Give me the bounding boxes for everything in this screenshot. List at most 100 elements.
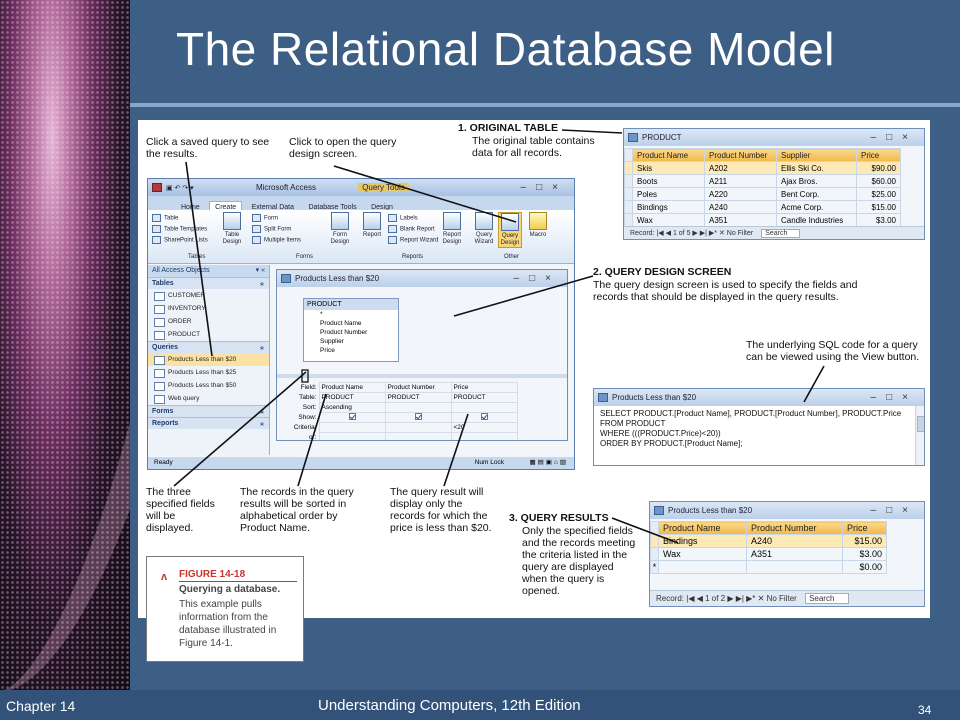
checkbox-icon[interactable] bbox=[348, 413, 356, 420]
cell-name[interactable]: Poles bbox=[632, 187, 705, 201]
table-templates-button[interactable]: Table Templates bbox=[152, 225, 207, 234]
cell-supplier[interactable]: Acme Corp. bbox=[776, 200, 857, 214]
macro-button[interactable]: Macro bbox=[526, 212, 550, 239]
cell-supplier[interactable]: Ellis Ski Co. bbox=[776, 161, 857, 175]
grid-table-3[interactable]: PRODUCT bbox=[450, 392, 518, 403]
grid-or-1[interactable] bbox=[318, 432, 386, 440]
select-all-cell[interactable] bbox=[624, 148, 633, 162]
query-design-button[interactable]: Query Design bbox=[498, 212, 522, 248]
quick-access-toolbar[interactable]: ▣ ↶ ↷ ▾ bbox=[166, 185, 194, 192]
cell-name[interactable]: Bindings bbox=[632, 200, 705, 214]
window-controls[interactable]: –□× bbox=[870, 505, 918, 516]
nav-group-reports[interactable]: Reports bbox=[148, 417, 269, 429]
report-wizard-button[interactable]: Report Wizard bbox=[388, 236, 438, 245]
search-box[interactable]: Search bbox=[761, 229, 801, 238]
grid-criteria-1[interactable] bbox=[318, 422, 386, 433]
nav-item-customer[interactable]: CUSTOMER bbox=[148, 289, 269, 302]
grid-field-3[interactable]: Price bbox=[450, 382, 518, 393]
cell-price[interactable]: $0.00 bbox=[842, 560, 887, 574]
column-header[interactable]: Product Name bbox=[658, 521, 747, 535]
cell-price[interactable]: $15.00 bbox=[856, 200, 901, 214]
nav-group-tables[interactable]: Tables bbox=[148, 277, 269, 289]
grid-sort-2[interactable] bbox=[384, 402, 452, 413]
multiple-items-button[interactable]: Multiple Items bbox=[252, 236, 301, 245]
grid-field-2[interactable]: Product Number bbox=[384, 382, 452, 393]
field-supplier[interactable]: Supplier bbox=[320, 338, 344, 345]
next-record-icon[interactable]: ▶ ▶| ▶* bbox=[692, 230, 719, 237]
search-box[interactable]: Search bbox=[805, 593, 850, 604]
show-checkbox-3[interactable] bbox=[450, 412, 518, 423]
labels-button[interactable]: Labels bbox=[388, 214, 418, 223]
grid-field-1[interactable]: Product Name bbox=[318, 382, 386, 393]
show-checkbox-2[interactable] bbox=[384, 412, 452, 423]
table-design-button[interactable]: Table Design bbox=[220, 212, 244, 246]
cell-number[interactable]: A240 bbox=[704, 200, 777, 214]
column-header[interactable]: Product Number bbox=[704, 148, 777, 162]
cell-number[interactable]: A351 bbox=[746, 547, 843, 561]
query-wizard-button[interactable]: Query Wizard bbox=[472, 212, 496, 246]
filter-status[interactable]: No Filter bbox=[726, 230, 754, 237]
field-product-name[interactable]: Product Name bbox=[320, 320, 362, 327]
report-button[interactable]: Report bbox=[360, 212, 384, 239]
blank-report-button[interactable]: Blank Report bbox=[388, 225, 435, 234]
filter-icon[interactable]: ✕ bbox=[718, 230, 727, 237]
grid-sort-1[interactable]: Ascending bbox=[318, 402, 386, 413]
nav-item-query-25[interactable]: Products Less than $25 bbox=[148, 366, 269, 379]
cell-name[interactable]: Wax bbox=[632, 213, 705, 227]
nav-item-product[interactable]: PRODUCT bbox=[148, 328, 269, 341]
cell-price[interactable]: $15.00 bbox=[842, 534, 887, 548]
field-product-number[interactable]: Product Number bbox=[320, 329, 368, 336]
cell-name[interactable]: Bindings bbox=[658, 534, 747, 548]
form-design-button[interactable]: Form Design bbox=[328, 212, 352, 246]
cell-supplier[interactable]: Bent Corp. bbox=[776, 187, 857, 201]
cell-supplier[interactable]: Candle Industries bbox=[776, 213, 857, 227]
grid-table-1[interactable]: PRODUCT bbox=[318, 392, 386, 403]
grid-sort-3[interactable] bbox=[450, 402, 518, 413]
first-record-icon[interactable]: |◀ ◀ bbox=[686, 594, 706, 603]
nav-item-inventory[interactable]: INVENTORY bbox=[148, 302, 269, 315]
nav-item-query-50[interactable]: Products Less than $50 bbox=[148, 379, 269, 392]
nav-item-order[interactable]: ORDER bbox=[148, 315, 269, 328]
view-buttons[interactable]: ▦▤▣⌂▨ bbox=[529, 459, 568, 466]
cell-number[interactable]: A351 bbox=[704, 213, 777, 227]
split-form-button[interactable]: Split Form bbox=[252, 225, 291, 234]
window-controls[interactable]: –□× bbox=[870, 132, 918, 143]
filter-status[interactable]: No Filter bbox=[766, 594, 797, 603]
column-header[interactable]: Product Name bbox=[632, 148, 705, 162]
cell-name[interactable]: Boots bbox=[632, 174, 705, 188]
nav-item-web-query[interactable]: Web query bbox=[148, 392, 269, 405]
cell-number[interactable]: A211 bbox=[704, 174, 777, 188]
cell-number[interactable]: A240 bbox=[746, 534, 843, 548]
vertical-scrollbar[interactable] bbox=[915, 406, 924, 465]
select-all-cell[interactable] bbox=[650, 521, 659, 535]
checkbox-icon[interactable] bbox=[480, 413, 488, 420]
grid-or-2[interactable] bbox=[384, 432, 452, 440]
cell-price[interactable]: $3.00 bbox=[856, 213, 901, 227]
window-controls[interactable]: –□× bbox=[870, 392, 918, 403]
column-header[interactable]: Product Number bbox=[746, 521, 843, 535]
cell-price[interactable]: $90.00 bbox=[856, 161, 901, 175]
cell-number[interactable]: A202 bbox=[704, 161, 777, 175]
record-position[interactable]: 1 of 5 bbox=[672, 230, 691, 237]
form-button[interactable]: Form bbox=[252, 214, 278, 223]
new-record-row[interactable]: *$0.00 bbox=[650, 560, 887, 574]
field-price[interactable]: Price bbox=[320, 347, 335, 354]
filter-icon[interactable]: ✕ bbox=[757, 594, 767, 603]
cell-name[interactable]: Skis bbox=[632, 161, 705, 175]
first-record-icon[interactable]: |◀ ◀ bbox=[656, 230, 673, 237]
window-controls[interactable]: –□× bbox=[513, 273, 561, 284]
grid-criteria-3[interactable]: <20 bbox=[450, 422, 518, 433]
checkbox-icon[interactable] bbox=[414, 413, 422, 420]
pane-splitter[interactable] bbox=[277, 374, 567, 378]
field-star[interactable]: * bbox=[320, 311, 323, 318]
window-controls[interactable]: –□× bbox=[520, 182, 568, 193]
next-record-icon[interactable]: ▶ ▶| ▶* bbox=[727, 594, 758, 603]
cell-price[interactable]: $25.00 bbox=[856, 187, 901, 201]
table-button[interactable]: Table bbox=[152, 214, 178, 223]
